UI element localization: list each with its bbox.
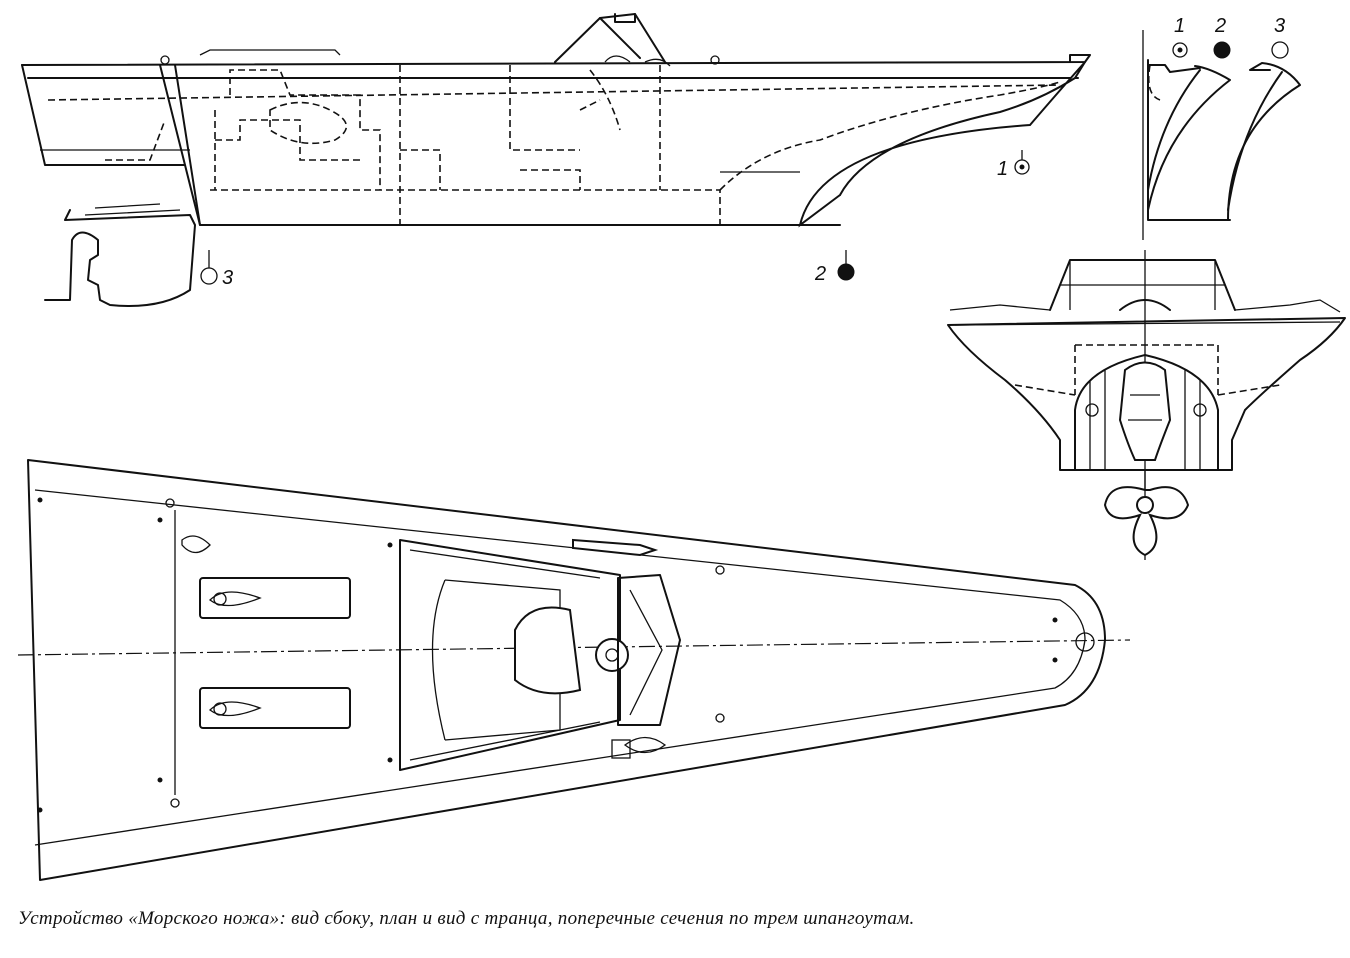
marker-3-label: 3 [222,267,233,289]
plan-view [17,459,1131,881]
section-header-2: 2 [1214,15,1226,37]
section-header-1: 1 [1174,15,1185,37]
marker-2-label: 2 [814,263,826,285]
cross-sections: 1 2 3 [1142,15,1301,240]
side-view [21,13,1091,307]
boat-drawing: 1 2 3 1 2 3 [17,13,1346,881]
marker-1-label: 1 [997,158,1008,180]
transom-view [947,250,1346,560]
side-section-markers: 1 2 3 [200,150,1030,289]
figure-caption: Устройство «Морского ножа»: вид сбоку, п… [18,908,915,929]
section-header-3: 3 [1274,15,1285,37]
